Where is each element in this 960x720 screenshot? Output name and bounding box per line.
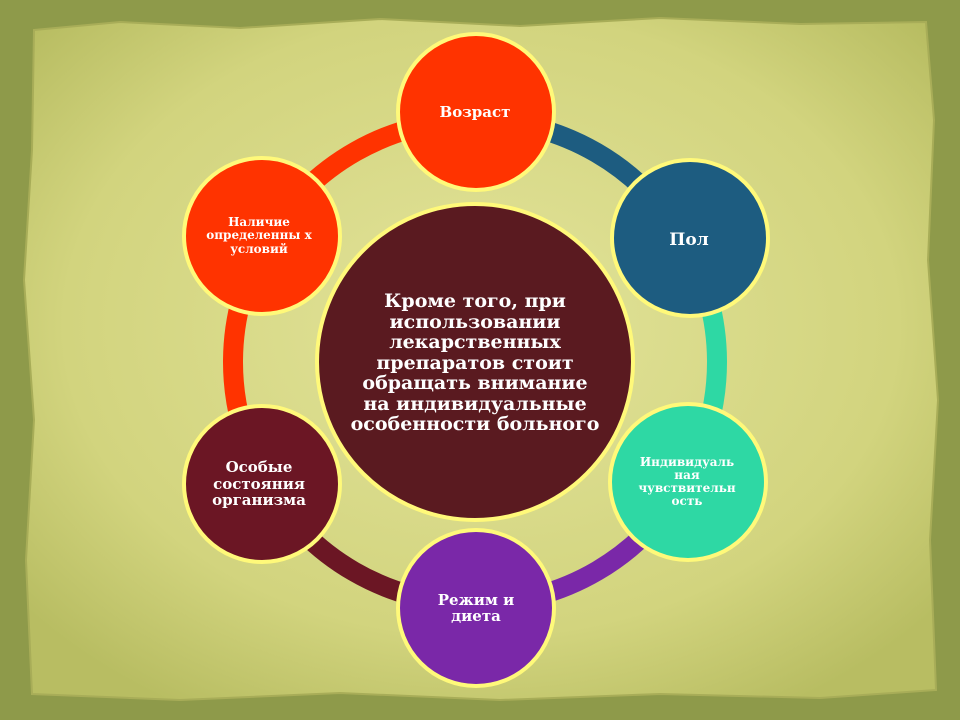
node-circle-chuvstvitelnost [608, 402, 768, 562]
node-label-rezhim: Режим и диета [437, 590, 515, 625]
node-circle-usloviya [182, 156, 342, 316]
node-label-chuvstvitelnost: Индивидуаль ная чувствительн ость [638, 454, 736, 509]
node-label-usloviya: Наличие определенны х условий [206, 215, 312, 256]
node-circle-sostoyaniya [182, 404, 342, 564]
node-circle-vozrast [396, 32, 556, 192]
node-label-vozrast: Возраст [439, 102, 511, 121]
node-circle-pol [610, 158, 770, 318]
center-circle [315, 202, 635, 522]
node-circles [182, 32, 770, 688]
center-text: Кроме того, при использовании лекарствен… [350, 290, 600, 436]
node-label-sostoyaniya: Особые состояния организма [212, 458, 306, 510]
node-circle-rezhim [396, 528, 556, 688]
node-label-pol: Пол [669, 229, 709, 250]
